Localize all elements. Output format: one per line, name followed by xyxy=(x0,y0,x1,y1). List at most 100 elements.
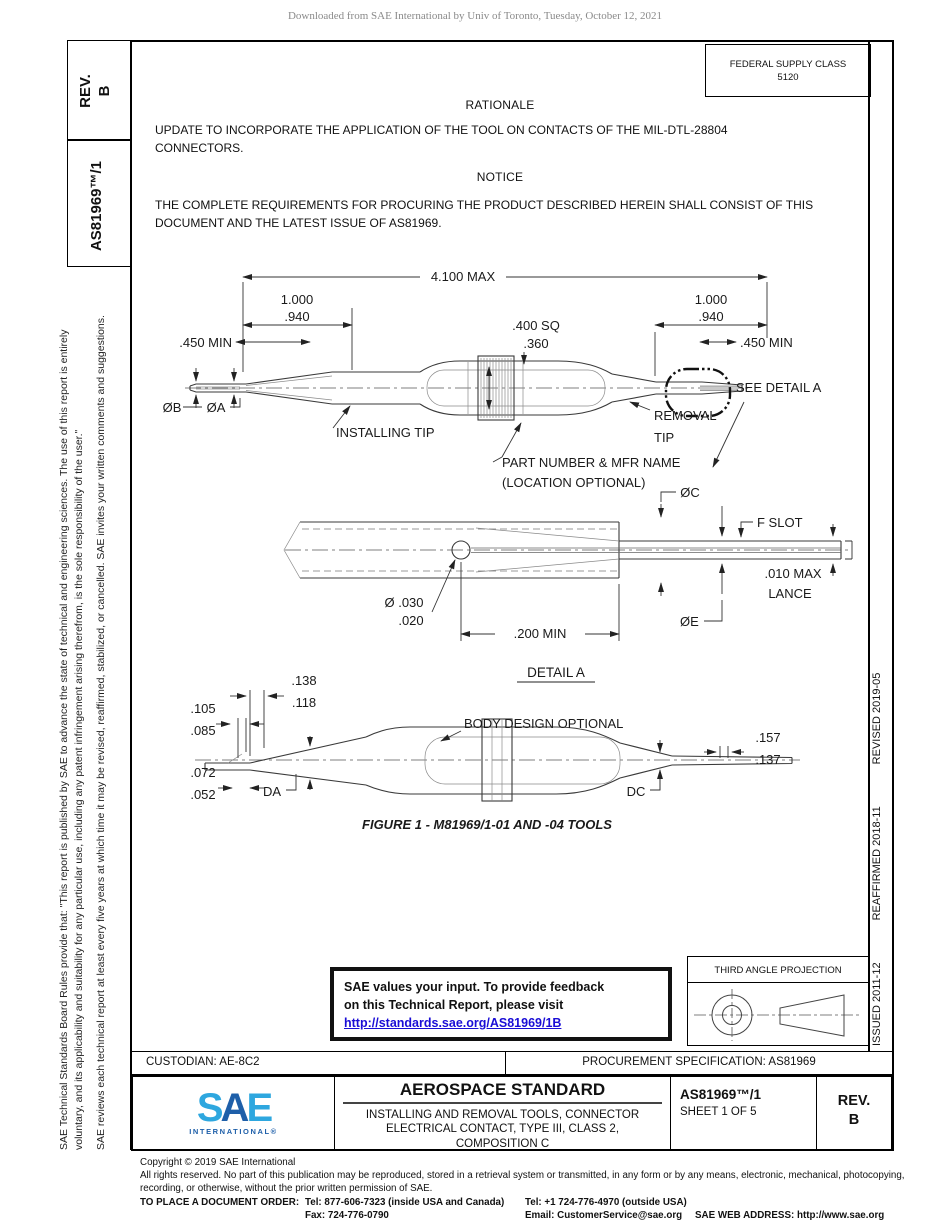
rev-sidebar-text: REV. B xyxy=(76,49,124,133)
dia-a-label: ØA xyxy=(207,400,226,415)
dia-c-label: ØC xyxy=(680,485,700,500)
logo-letter-a: A xyxy=(220,1086,250,1130)
revised-date: REVISED 2019-05 xyxy=(871,672,883,765)
dim-1000-right: 1.000 xyxy=(695,292,728,307)
rationale-heading: RATIONALE xyxy=(465,98,535,112)
copyright-line-2: All rights reserved. No part of this pub… xyxy=(140,1170,905,1181)
frame-right-inner-line xyxy=(868,40,870,1052)
sheet-number: SHEET 1 OF 5 xyxy=(680,1106,757,1118)
federal-supply-class-label: FEDERAL SUPPLY CLASS xyxy=(729,58,847,70)
detail-a-balloon xyxy=(664,367,732,418)
figure-1-drawing: 4.100 MAX 1.000 .940 1.000 .940 .400 SQ … xyxy=(163,269,853,832)
notice-body: THE COMPLETE REQUIREMENTS FOR PROCURING … xyxy=(155,198,814,230)
logo-letter-s: S xyxy=(196,1086,224,1130)
dim-138: .138 xyxy=(291,673,316,688)
dim-940-left: .940 xyxy=(284,309,309,324)
feedback-line-1: SAE values your input. To provide feedba… xyxy=(344,980,605,994)
dia-e-label: ØE xyxy=(680,614,699,629)
dim-105: .105 xyxy=(190,701,215,716)
reaffirmed-date: REAFFIRMED 2018-11 xyxy=(871,806,883,921)
dim-085: .085 xyxy=(190,723,215,738)
dim-450-min-right: .450 MIN xyxy=(740,335,793,350)
dim-157: .157 xyxy=(755,730,780,745)
dim-4100-max: 4.100 MAX xyxy=(431,269,496,284)
rationale-body: UPDATE TO INCORPORATE THE APPLICATION OF… xyxy=(155,123,728,155)
standard-title-line-1: INSTALLING AND REMOVAL TOOLS, CONNECTOR xyxy=(365,1108,640,1121)
title-block-rev: REV. B xyxy=(817,1077,891,1149)
dim-200-min: .200 MIN xyxy=(514,626,567,641)
dc-label: DC xyxy=(627,784,646,799)
revision-history-margin: ISSUED 2011-12 REAFFIRMED 2018-11 REVISED … xyxy=(871,586,883,1046)
frame-top-line xyxy=(67,40,894,42)
logo-international-text: INTERNATIONAL® xyxy=(189,1127,278,1136)
feedback-line-2: on this Technical Report, please visit xyxy=(344,998,564,1012)
federal-supply-class-box: FEDERAL SUPPLY CLASS 5120 xyxy=(705,44,871,97)
removal-tip-slot-shading xyxy=(700,386,738,391)
rev-footer-label: REV. xyxy=(837,1093,871,1109)
standard-title-line-2: ELECTRICAL CONTACT, TYPE III, CLASS 2, xyxy=(385,1123,620,1135)
title-block-number: AS81969™/1 SHEET 1 OF 5 xyxy=(671,1077,817,1149)
fax-number: Fax: 724-776-0790 xyxy=(305,1210,389,1221)
copyright-line-1: Copyright © 2019 SAE International xyxy=(140,1157,296,1168)
detail-a-heading: DETAIL A xyxy=(527,665,585,680)
tel-inside: Tel: 877-606-7323 (inside USA and Canada… xyxy=(305,1197,505,1208)
dim-010-max-label: .010 MAX xyxy=(764,566,821,581)
part-number-label-1: PART NUMBER & MFR NAME xyxy=(502,455,681,470)
dia-b-label: ØB xyxy=(163,400,182,415)
custodian-row: CUSTODIAN: AE-8C2 PROCUREMENT SPECIFICAT… xyxy=(131,1051,893,1075)
frame-left-line xyxy=(130,40,132,1150)
issued-date: ISSUED 2011-12 xyxy=(871,962,883,1046)
legal-paragraph-1: SAE Technical Standards Board Rules prov… xyxy=(58,329,85,1150)
title-divider xyxy=(343,1102,662,1104)
rev-label: REV. xyxy=(77,74,94,108)
rev-footer-value: B xyxy=(848,1112,860,1128)
dim-450-min-left: .450 MIN xyxy=(179,335,232,350)
feedback-link[interactable]: http://standards.sae.org/AS81969/1B xyxy=(344,1016,562,1030)
rev-sidebar-box: REV. B xyxy=(67,40,131,140)
installing-tip-label: INSTALLING TIP xyxy=(336,425,435,440)
dim-052: .052 xyxy=(190,787,215,802)
part-number-label-2: (LOCATION OPTIONAL) xyxy=(502,475,646,490)
standard-title-line-3: COMPOSITION C xyxy=(455,1137,550,1150)
tip-hole xyxy=(451,540,471,560)
doc-number-sidebar-text: AS81969™/1 xyxy=(88,160,105,252)
rev-value: B xyxy=(96,85,113,97)
sae-logo: SAE INTERNATIONAL® xyxy=(133,1077,335,1149)
email-address: Email: CustomerService@sae.org xyxy=(525,1210,683,1221)
order-label: TO PLACE A DOCUMENT ORDER: xyxy=(140,1197,300,1208)
detail-collar xyxy=(481,718,513,802)
projection-box: THIRD ANGLE PROJECTION xyxy=(687,956,869,1046)
lance-label: LANCE xyxy=(768,586,812,601)
standard-type-title: AEROSPACE STANDARD xyxy=(399,1080,606,1099)
notice-heading: NOTICE xyxy=(476,170,524,184)
dim-360: .360 xyxy=(523,336,548,351)
tel-outside: Tel: +1 724-776-4970 (outside USA) xyxy=(525,1197,687,1208)
doc-number-sidebar-box: AS81969™/1 xyxy=(67,140,131,267)
da-label: DA xyxy=(263,784,281,799)
figure-caption: FIGURE 1 - M81969/1-01 AND -04 TOOLS xyxy=(362,817,612,832)
dia-030-label: Ø .030 xyxy=(384,595,423,610)
title-block-center: AEROSPACE STANDARD INSTALLING AND REMOVA… xyxy=(335,1077,671,1150)
dia-020-label: .020 xyxy=(398,613,423,628)
body-design-optional-label: BODY DESIGN OPTIONAL xyxy=(464,716,623,731)
removal-tip-label-2: TIP xyxy=(654,430,674,445)
dim-137: .137 xyxy=(755,752,780,767)
knurl-collar xyxy=(477,355,515,421)
dim-118: .118 xyxy=(292,695,316,710)
logo-letter-e: E xyxy=(246,1086,273,1130)
copyright-line-3: recording, or otherwise, without the pri… xyxy=(140,1183,433,1194)
dim-1000-left: 1.000 xyxy=(281,292,314,307)
custodian-cell: CUSTODIAN: AE-8C2 xyxy=(132,1052,506,1074)
federal-supply-class-value: 5120 xyxy=(777,71,799,83)
removal-tip-label-1: REMOVAL xyxy=(654,408,717,423)
see-detail-a-label: SEE DETAIL A xyxy=(736,380,822,395)
dim-940-right: .940 xyxy=(698,309,723,324)
feedback-box: SAE values your input. To provide feedba… xyxy=(330,967,672,1041)
doc-number-footer: AS81969™/1 xyxy=(680,1087,762,1102)
web-address: SAE WEB ADDRESS: http://www.sae.org xyxy=(695,1210,885,1221)
download-watermark: Downloaded from SAE International by Uni… xyxy=(287,10,663,22)
dim-072: .072 xyxy=(190,765,215,780)
projection-title: THIRD ANGLE PROJECTION xyxy=(688,957,868,983)
frame-right-outer-line xyxy=(892,40,894,1151)
